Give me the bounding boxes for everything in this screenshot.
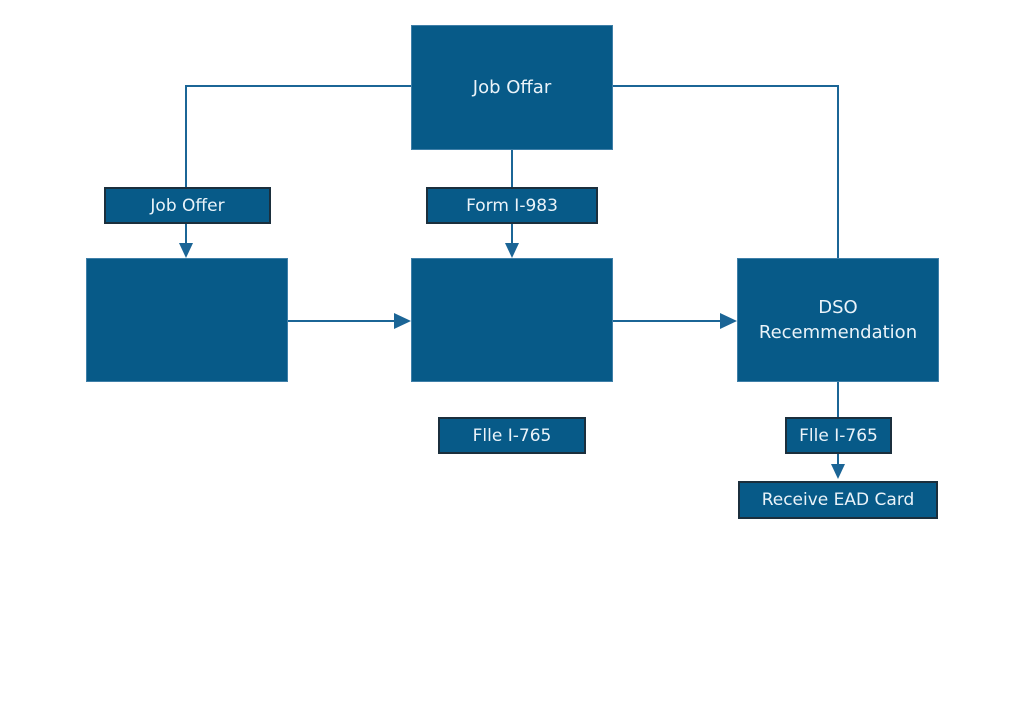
label-right-text: Flle I-765 [799, 425, 878, 446]
label-left: Job Offer [104, 187, 271, 224]
right-box-label-line2: Recemmendation [758, 322, 918, 343]
connector-top-to-right [612, 85, 839, 259]
top-box: Job Offar [411, 25, 613, 150]
label-center-bottom: Flle I-765 [438, 417, 586, 454]
arrowhead-center-to-right [720, 313, 737, 329]
top-box-label: Job Offar [472, 77, 552, 98]
label-center-top-text: Form I-983 [466, 195, 558, 216]
right-box-label-line1: DSO [818, 297, 858, 318]
label-center-top: Form I-983 [426, 187, 598, 224]
label-center-bottom-text: Flle I-765 [472, 425, 552, 446]
left-box [86, 258, 288, 382]
label-left-text: Job Offer [150, 195, 225, 216]
label-final: Receive EAD Card [738, 481, 938, 519]
arrowhead-center-box [505, 243, 519, 258]
label-final-text: Receive EAD Card [761, 490, 915, 510]
label-right: Flle I-765 [785, 417, 892, 454]
center-box [411, 258, 613, 382]
arrowhead-left-box [179, 243, 193, 258]
arrowhead-final [831, 464, 845, 479]
arrowhead-left-to-center [394, 313, 411, 329]
connector-top-to-left [185, 85, 412, 188]
right-box: DSO Recemmendation [737, 258, 939, 382]
